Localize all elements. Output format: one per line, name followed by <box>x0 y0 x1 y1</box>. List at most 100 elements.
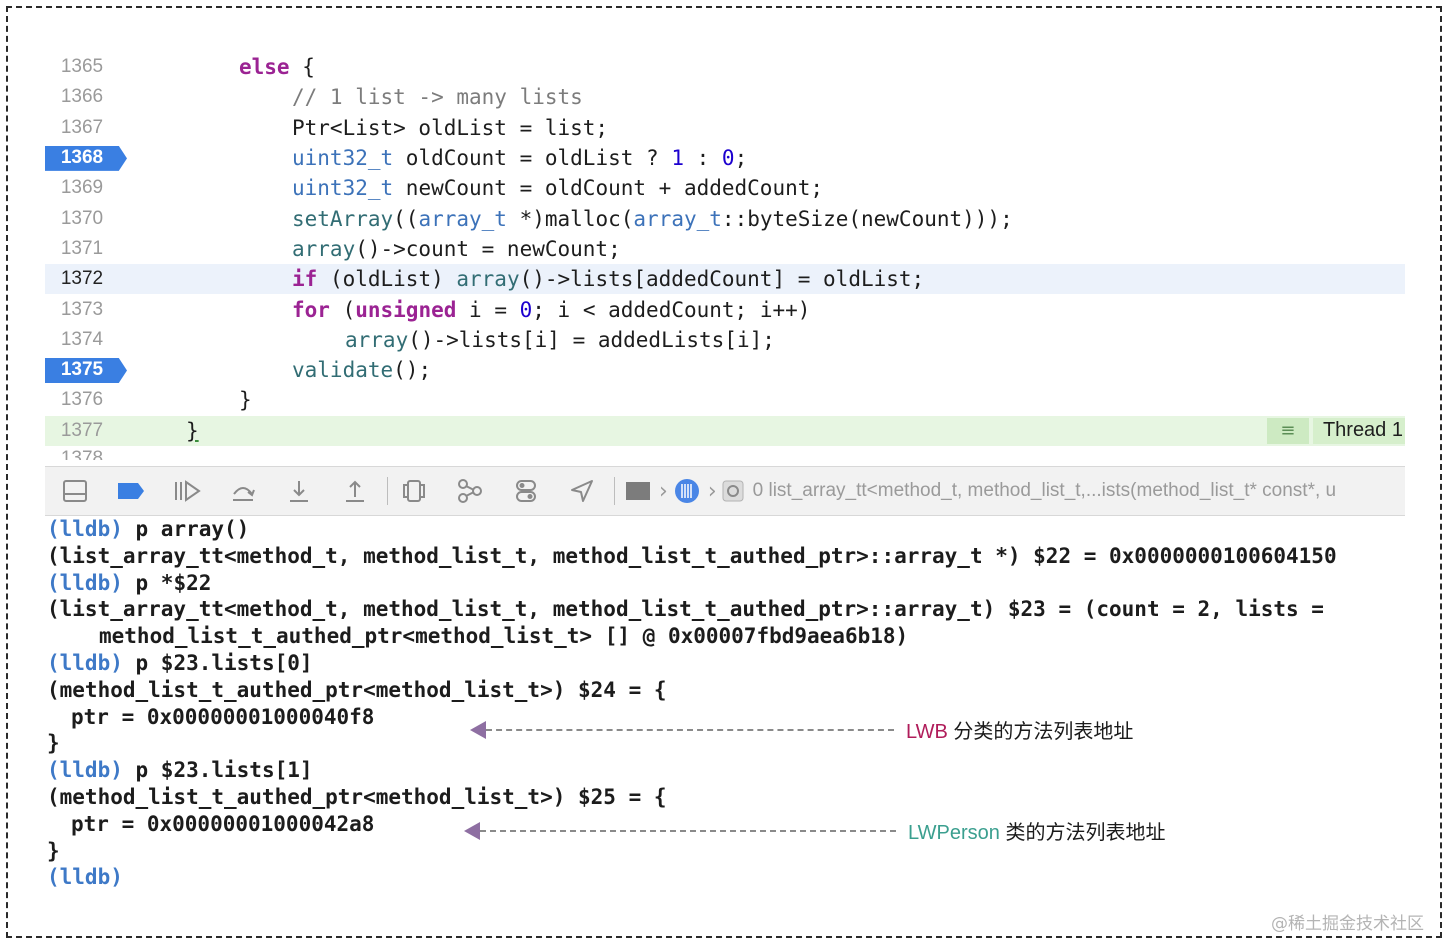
memory-graph-icon[interactable] <box>452 475 488 507</box>
toolbar-separator <box>387 477 388 505</box>
console-line: (list_array_tt<method_t, method_list_t, … <box>47 543 1337 568</box>
console-line: (lldb) p array() <box>47 516 1427 543</box>
continue-icon[interactable] <box>169 475 205 507</box>
code-line: 1366 // 1 list -> many lists <box>45 82 1405 112</box>
simulate-location-icon[interactable] <box>564 475 600 507</box>
command-text: p $23.lists[1] <box>135 758 313 783</box>
code-line: 1370 setArray((array_t *)malloc(array_t:… <box>45 203 1405 233</box>
code-text: else { <box>239 55 315 80</box>
annotation-name: LWPerson <box>908 822 1000 844</box>
line-number[interactable]: 1366 <box>60 86 104 108</box>
code-text: } <box>186 418 199 443</box>
step-over-icon[interactable] <box>225 475 261 507</box>
console-line: } <box>47 838 60 863</box>
console-line: (lldb) p *$22 <box>47 570 1427 597</box>
code-text: // 1 list -> many lists <box>292 85 583 110</box>
arrow-left-icon <box>470 720 486 739</box>
command-text: p $23.lists[0] <box>135 650 313 675</box>
code-text: array()->lists[i] = addedLists[i]; <box>345 327 775 352</box>
line-number[interactable]: 1372 <box>60 268 104 290</box>
arrow-left-icon <box>464 821 480 840</box>
annotation-lwperson: LWPerson 类的方法列表地址 <box>464 816 1165 845</box>
code-text: for (unsigned i = 0; i < addedCount; i++… <box>292 297 811 322</box>
thread-line: 1377 } ≡ Thread 1 <box>45 415 1405 446</box>
chevron-right-icon: › <box>707 478 717 504</box>
lldb-prompt: (lldb) <box>47 758 123 783</box>
code-line: 1367 Ptr<List> oldList = list; <box>45 113 1405 143</box>
dashed-arrow-line <box>480 829 896 832</box>
current-line: 1372 if (oldList) array()->lists[addedCo… <box>45 264 1405 295</box>
annotation-name: LWB <box>906 721 948 743</box>
console-line: method_list_t_authed_ptr<method_list_t> … <box>99 624 909 649</box>
code-line: 1374 array()->lists[i] = addedLists[i]; <box>45 325 1405 355</box>
console-line: (lldb) p $23.lists[0] <box>47 650 1427 677</box>
hide-console-icon[interactable] <box>57 475 93 507</box>
code-text: validate(); <box>292 358 432 383</box>
console-line: (method_list_t_authed_ptr<method_list_t>… <box>47 677 667 702</box>
code-text: uint32_t newCount = oldCount + addedCoun… <box>292 176 824 201</box>
command-text: p array() <box>135 517 250 541</box>
lldb-prompt: (lldb) <box>47 650 123 675</box>
chevron-right-icon: › <box>659 478 668 504</box>
code-line: 1365 else { <box>45 52 1405 82</box>
code-line: 1371 array()->count = newCount; <box>45 234 1405 264</box>
console-line: } <box>47 731 60 756</box>
watermark: @稀土掘金技术社区 <box>1271 914 1424 934</box>
app-icon[interactable] <box>623 475 653 507</box>
line-number[interactable]: 1367 <box>60 116 104 138</box>
dashed-arrow-line <box>486 728 894 731</box>
lldb-console[interactable]: (lldb) p array() (list_array_tt<method_t… <box>47 516 1427 891</box>
line-number[interactable]: 1371 <box>60 237 104 259</box>
console-line: (lldb) p $23.lists[1] <box>47 757 1427 784</box>
annotation-lwb: LWB 分类的方法列表地址 <box>470 715 1133 744</box>
line-number[interactable]: 1370 <box>60 207 104 229</box>
lldb-prompt: (lldb) <box>47 517 123 541</box>
code-text: setArray((array_t *)malloc(array_t::byte… <box>292 206 1013 231</box>
toolbar-separator <box>614 477 615 505</box>
source-editor: 1365 else { 1366 // 1 list -> many lists… <box>45 52 1405 460</box>
line-number[interactable]: 1378 <box>60 447 104 460</box>
step-out-icon[interactable] <box>337 475 373 507</box>
breakpoints-toggle-icon[interactable] <box>113 475 149 507</box>
console-line: (method_list_t_authed_ptr<method_list_t>… <box>47 784 667 809</box>
line-number[interactable]: 1368 <box>60 147 104 169</box>
console-line: ptr = 0x00000001000040f8 <box>71 704 375 729</box>
code-text: array()->count = newCount; <box>292 236 621 261</box>
code-text: uint32_t oldCount = oldList ? 1 : 0; <box>292 146 748 171</box>
thread-menu-icon[interactable]: ≡ <box>1266 417 1309 444</box>
thread-icon[interactable] <box>672 475 702 507</box>
code-line: 1375 validate(); <box>45 355 1405 385</box>
line-number[interactable]: 1369 <box>60 177 104 199</box>
code-line: 1369 uint32_t newCount = oldCount + adde… <box>45 173 1405 203</box>
code-text: if (oldList) array()->lists[addedCount] … <box>292 267 925 292</box>
code-line: 1378 <box>45 446 1405 460</box>
step-into-icon[interactable] <box>281 475 317 507</box>
debug-toolbar: › › 0 list_array_tt<method_t, method_lis… <box>45 466 1405 516</box>
lldb-prompt: (lldb) <box>47 570 123 595</box>
lldb-prompt: (lldb) <box>47 865 123 890</box>
code-line: 1368 uint32_t oldCount = oldList ? 1 : 0… <box>45 143 1405 173</box>
console-line: (lldb) <box>47 864 1427 891</box>
line-number[interactable]: 1377 <box>60 419 104 441</box>
line-number[interactable]: 1375 <box>60 359 104 381</box>
stack-frame-label[interactable]: 0 list_array_tt<method_t, method_list_t,… <box>752 480 1337 501</box>
code-line: 1376 } <box>45 385 1405 415</box>
view-debugger-icon[interactable] <box>396 475 432 507</box>
frame-icon[interactable] <box>721 475 745 507</box>
console-line: (list_array_tt<method_t, method_list_t, … <box>47 597 1324 622</box>
line-number[interactable]: 1374 <box>60 328 104 350</box>
code-text: Ptr<List> oldList = list; <box>292 115 609 140</box>
console-line: ptr = 0x00000001000042a8 <box>71 811 375 836</box>
line-number[interactable]: 1365 <box>60 56 104 78</box>
line-number[interactable]: 1373 <box>60 298 104 320</box>
annotation-text: LWPerson 类的方法列表地址 <box>908 816 1165 845</box>
thread-label: Thread 1 <box>1312 417 1405 444</box>
breakpoint-marker[interactable] <box>45 145 127 171</box>
code-text: } <box>239 388 252 413</box>
annotation-desc: 分类的方法列表地址 <box>947 721 1134 743</box>
breakpoint-marker[interactable] <box>45 357 127 383</box>
code-line: 1373 for (unsigned i = 0; i < addedCount… <box>45 294 1405 324</box>
thread-indicator[interactable]: ≡ Thread 1 <box>1266 417 1405 444</box>
line-number[interactable]: 1376 <box>60 389 104 411</box>
environment-overrides-icon[interactable] <box>508 475 544 507</box>
